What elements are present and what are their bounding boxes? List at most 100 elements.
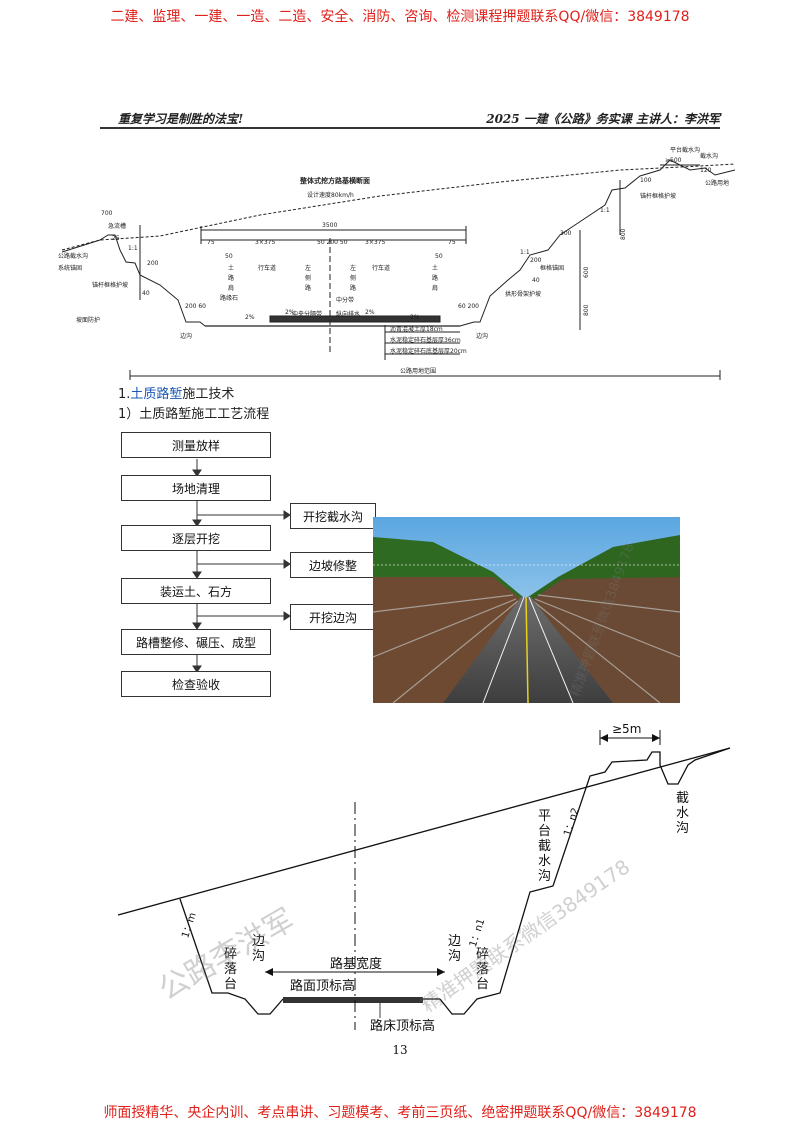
dim-label: 50: [225, 253, 233, 260]
flow-step-2: 场地清理: [121, 475, 271, 501]
drawing-label: 路: [305, 284, 311, 292]
drawing-label: 行车道: [258, 264, 276, 272]
road-cut-photo: [373, 517, 680, 703]
drawing-title: 整体式挖方路基横断面: [299, 176, 370, 185]
dim-label: 800: [583, 304, 590, 316]
dim-label: 2%: [245, 314, 255, 321]
dim-label: 200: [147, 260, 159, 267]
drawing-label: 急流槽: [108, 222, 126, 230]
dim-label: 600: [583, 266, 590, 278]
dim-label: 700: [101, 210, 113, 217]
dim-label: 1:1: [128, 245, 138, 252]
drawing-label: 左: [350, 264, 356, 272]
drawing-label: 土: [228, 264, 234, 272]
dim-label: 120: [700, 167, 712, 174]
drawing-label: 路: [228, 274, 234, 282]
flow-step-4: 装运土、石方: [121, 578, 271, 604]
dim-label: 2%: [410, 314, 420, 321]
drawing-label: 路: [432, 274, 438, 282]
drawing-label: 行车道: [372, 264, 390, 272]
drawing-label: 肩: [432, 284, 438, 292]
drawing-label: 锚杆框格护坡: [92, 281, 128, 289]
slope-m-label: 1：m: [180, 911, 199, 939]
section-title-highlight: 土质路堑: [130, 387, 183, 402]
vertical-labels: 碎落台 边沟 边沟 碎落台 平台截水沟 截水沟: [224, 791, 689, 992]
bottom-banner: 师面授精华、央企内训、考点串讲、习题模考、考前三页纸、绝密押题联系QQ/微信：3…: [103, 1105, 697, 1121]
dim-label: 3×375: [255, 239, 275, 246]
dim-label: ≥500: [665, 157, 682, 164]
right-side-ditch-label: 边沟: [448, 934, 461, 964]
top-banner: 二建、监理、一建、一造、二造、安全、消防、咨询、检测课程押题联系QQ/微信：38…: [110, 9, 690, 25]
drawing-label: 侧: [305, 274, 311, 282]
drawing-label: 边沟: [180, 332, 192, 340]
dim-label: 25: [112, 235, 120, 242]
flow-step-1: 测量放样: [121, 432, 271, 458]
intercept-ditch-label: 截水沟: [676, 791, 689, 836]
drawing-label: 拱形骨架护坡: [505, 290, 541, 298]
header-rule: [100, 127, 720, 129]
dim-label: 1:1: [600, 207, 610, 214]
drawing-label: 路: [350, 284, 356, 292]
dim-label: 3500: [322, 222, 337, 229]
drawing-label: 边沟: [476, 332, 488, 340]
drawing-label: 左: [305, 264, 311, 272]
dim-label: 300: [560, 230, 572, 237]
drawing-label: 坡面防护: [76, 316, 100, 324]
drawing-label: 公路用地范围: [400, 367, 436, 375]
dim-label: 75: [207, 239, 215, 246]
left-debris-platform-label: 碎落台: [224, 947, 237, 992]
drawing-label: 中央分隔带: [292, 310, 322, 318]
pavement-layer-label: 水泥稳定碎石底基层厚20cm: [390, 347, 467, 355]
dim-label: 60 200: [458, 303, 479, 310]
dim-label: 1:1: [520, 249, 530, 256]
flow-step-5: 路槽整修、碾压、成型: [121, 629, 271, 655]
drawing-label: 纵向排水: [336, 310, 360, 318]
drawing-label: 路缘石: [220, 294, 238, 302]
dim-label: 50 200 50: [317, 239, 348, 246]
pavement-layer-label: 沥青混凝土厚18cm: [390, 325, 443, 333]
flow-step-3: 逐层开挖: [121, 525, 271, 551]
section-title: 1.土质路堑施工技术: [118, 383, 234, 402]
flow-side-step-1: 开挖截水沟: [290, 503, 376, 529]
drawing-label: 土: [432, 264, 438, 272]
drawing-subtitle: 设计速度80km/h: [307, 191, 354, 199]
drawing-label: 锚杆框格护坡: [640, 192, 676, 200]
dim-label: 75: [448, 239, 456, 246]
section-number: 1.: [118, 387, 131, 402]
drawing-label: 中分带: [336, 296, 354, 304]
dim-label: 2%: [285, 309, 295, 316]
header-right-course: 2025 一建《公路》务实课 主讲人：李洪军: [486, 112, 720, 126]
pavement-layer-label: 水泥稳定碎石基层厚36cm: [390, 336, 461, 344]
drawing-label: 系统锚固: [58, 264, 82, 272]
slope-n2-label: 1：n2: [562, 807, 581, 838]
drawing-label: 框格锚固: [540, 264, 564, 272]
subsection-title: 1）土质路堑施工工艺流程: [118, 407, 270, 422]
drawing-label: 肩: [228, 284, 234, 292]
dim-label: 50: [435, 253, 443, 260]
drawing-label: 公路用地: [705, 179, 729, 187]
dim-label: 40: [142, 290, 150, 297]
flow-side-step-2: 边坡修整: [290, 552, 376, 578]
section-title-rest: 施工技术: [182, 387, 235, 402]
flow-step-6: 检查验收: [121, 671, 271, 697]
drawing-label: 侧: [350, 274, 356, 282]
dim-label: 200 60: [185, 303, 206, 310]
dim-label: 100: [640, 177, 652, 184]
dim-label: 800: [620, 228, 627, 240]
road-top-elevation-label: 路面顶标高: [290, 978, 355, 994]
flowchart-connectors: [192, 459, 291, 673]
dim-label: 3×375: [365, 239, 385, 246]
cut-subgrade-cross-section-drawing: 整体式挖方路基横断面 设计速度80km/h 700 3500 3×375 3×3…: [58, 146, 736, 380]
flow-side-step-3: 开挖边沟: [290, 604, 376, 630]
cut-subgrade-schematic: ≥5m 路基宽度 路面顶标高 路床顶标高 1：m 1：n1 1：n2 碎落台 边…: [117, 722, 731, 1034]
drawing-label: 公路截水沟: [58, 252, 88, 260]
roadbed-width-label: 路基宽度: [330, 956, 382, 972]
dim-label: 40: [532, 277, 540, 284]
roadbed-top-elevation-label: 路床顶标高: [370, 1018, 435, 1034]
road-cut-photo-illustration: [373, 517, 680, 703]
drawing-label: 平台截水沟: [670, 146, 700, 154]
drawing-label: 截水沟: [700, 152, 718, 160]
platform-intercept-ditch-label: 平台截水沟: [538, 809, 551, 884]
dim-label: 2%: [365, 309, 375, 316]
dim-label: 200: [530, 257, 542, 264]
